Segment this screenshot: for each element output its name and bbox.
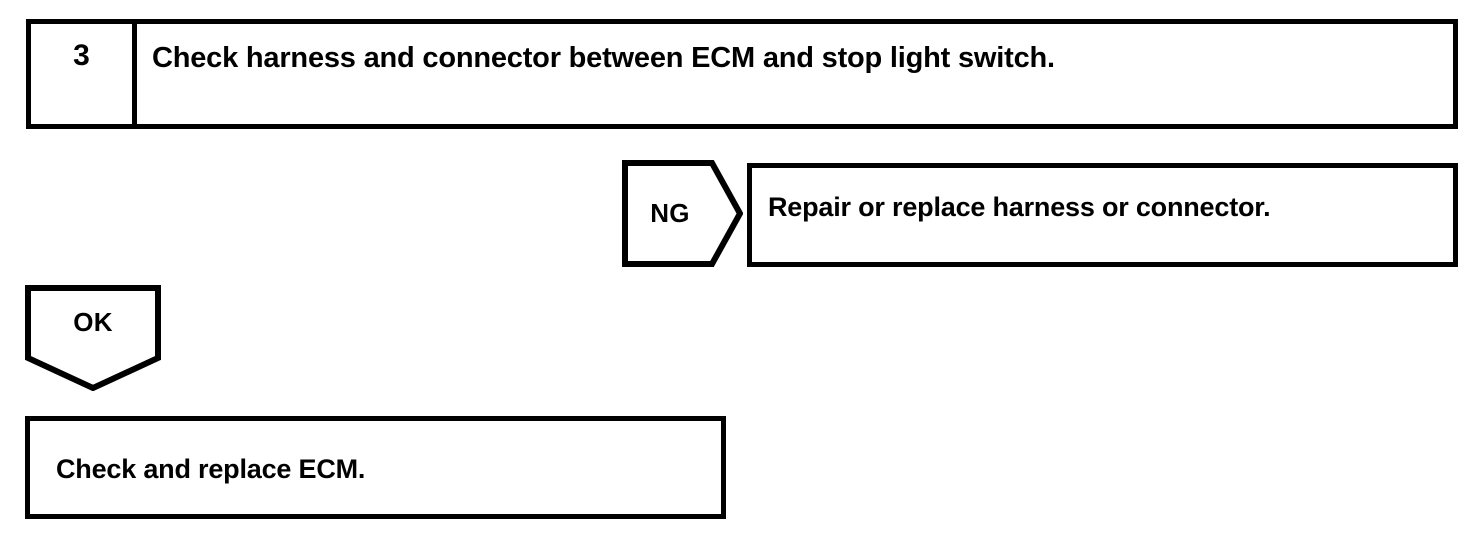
ng-branch-label: NG — [650, 198, 690, 228]
ng-result-text: Repair or replace harness or connector. — [768, 192, 1271, 222]
ok-result-text: Check and replace ECM. — [56, 454, 366, 484]
ok-branch-label: OK — [73, 306, 113, 337]
ok-result-box: Check and replace ECM. — [25, 416, 726, 519]
step-row: 3 Check harness and connector between EC… — [26, 19, 1458, 129]
ok-branch-tag: OK — [25, 285, 161, 391]
ng-branch-tag: NG — [622, 160, 743, 267]
step-instruction-text: Check harness and connector between ECM … — [152, 42, 1055, 74]
ng-result-box: Repair or replace harness or connector. — [747, 163, 1458, 267]
step-number-cell: 3 — [31, 24, 137, 124]
step-instruction-cell: Check harness and connector between ECM … — [137, 24, 1453, 124]
ng-pentagon-icon — [622, 160, 743, 267]
ok-pentagon-icon — [25, 285, 161, 391]
step-number: 3 — [73, 39, 90, 72]
